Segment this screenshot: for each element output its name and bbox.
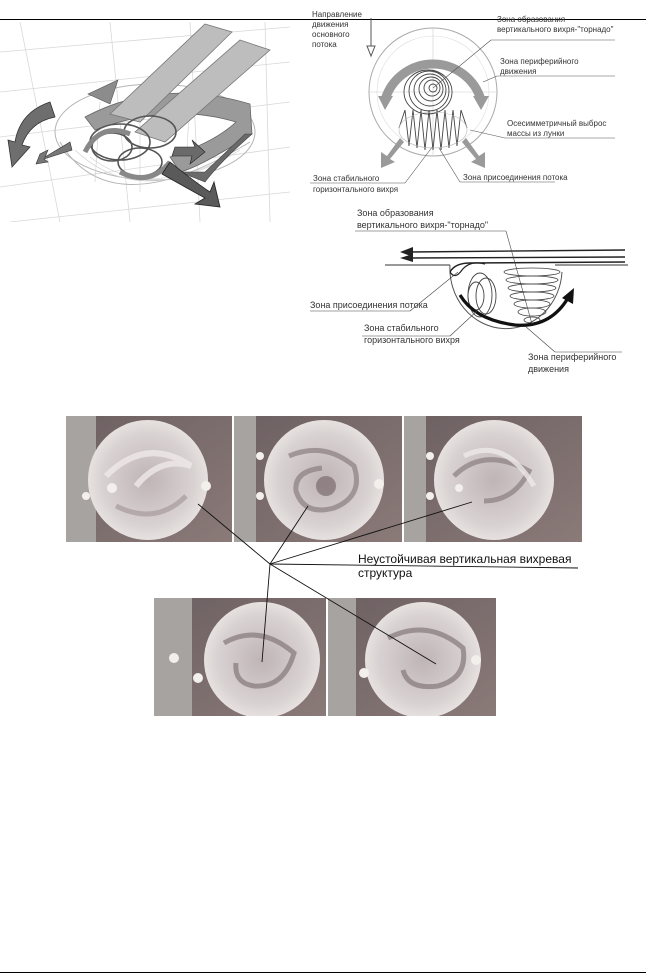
flow-photo-4: [154, 598, 326, 716]
flow-photo-1: [66, 416, 232, 542]
bottom-page-rule: [0, 972, 646, 973]
flow-direction-label-4: потока: [312, 40, 337, 49]
flow-photo-3: [404, 416, 582, 542]
svg-text:Зона образования вертикаль: Зона образования вертикального вихря-"то…: [497, 15, 614, 34]
flow-direction-label-1: Направление: [312, 10, 363, 19]
peripheral-zone-label-1: Зона периферийного: [500, 57, 579, 66]
attachment-zone-label: Зона присоединения потока: [463, 173, 568, 182]
svg-text:Зона стабильного горизонта: Зона стабильного горизонтального вихря: [313, 174, 398, 194]
plan-view-vortex-diagram: Направление движения основного потока: [310, 10, 615, 194]
flow-direction-label-2: движения: [312, 20, 348, 29]
xs-tornado-label-1: Зона образования: [357, 208, 434, 218]
tornado-zone-label-2: вертикального вихря-"торнадо": [497, 25, 614, 34]
xs-stable-vortex-label-1: Зона стабильного: [364, 323, 439, 333]
caption-leader-lines: [197, 501, 579, 665]
flow-photo-2: [234, 416, 402, 542]
perspective-vortex-figure: [0, 22, 290, 222]
svg-text:Зона стабильного горизонта: Зона стабильного горизонтального вихря: [364, 323, 460, 345]
xs-peripheral-label-1: Зона периферийного: [528, 352, 616, 362]
vortex-structure-caption: Неустойчивая вертикальная вихревая струк…: [358, 552, 578, 580]
xs-attachment-label: Зона присоединения потока: [310, 300, 428, 310]
svg-text:Направление движения о: Направление движения основного потока: [312, 10, 364, 49]
xs-tornado-label-2: вертикального вихря-"торнадо": [357, 220, 488, 230]
flow-direction-label-3: основного: [312, 30, 350, 39]
svg-text:Зона периферийного движени: Зона периферийного движения: [500, 57, 581, 76]
peripheral-zone-label-2: движения: [500, 67, 536, 76]
tornado-zone-label-1: Зона образования: [497, 15, 565, 24]
xs-peripheral-label-2: движения: [528, 364, 569, 374]
stable-vortex-label-2: горизонтального вихря: [313, 185, 398, 194]
svg-text:Зона периферийного движени: Зона периферийного движения: [528, 352, 619, 374]
stable-vortex-label-1: Зона стабильного: [313, 174, 380, 183]
ejection-label-1: Осесимметричный выброс: [507, 119, 606, 128]
svg-text:Осесимметричный выброс мас: Осесимметричный выброс массы из лунки: [507, 119, 609, 138]
flow-photo-5: [328, 598, 496, 716]
xs-stable-vortex-label-2: горизонтального вихря: [364, 335, 460, 345]
cross-section-vortex-diagram: Зона образования вертикального вихря-"то…: [310, 208, 628, 374]
top-page-rule: [0, 19, 646, 20]
ejection-label-2: массы из лунки: [507, 129, 564, 138]
vortex-caption-line-2: структура: [358, 566, 413, 580]
photo-panel: Неустойчивая вертикальная вихревая струк…: [66, 416, 582, 716]
vortex-caption-line-1: Неустойчивая вертикальная вихревая: [358, 552, 572, 566]
svg-text:Зона образования вертикаль: Зона образования вертикального вихря-"то…: [357, 208, 488, 230]
